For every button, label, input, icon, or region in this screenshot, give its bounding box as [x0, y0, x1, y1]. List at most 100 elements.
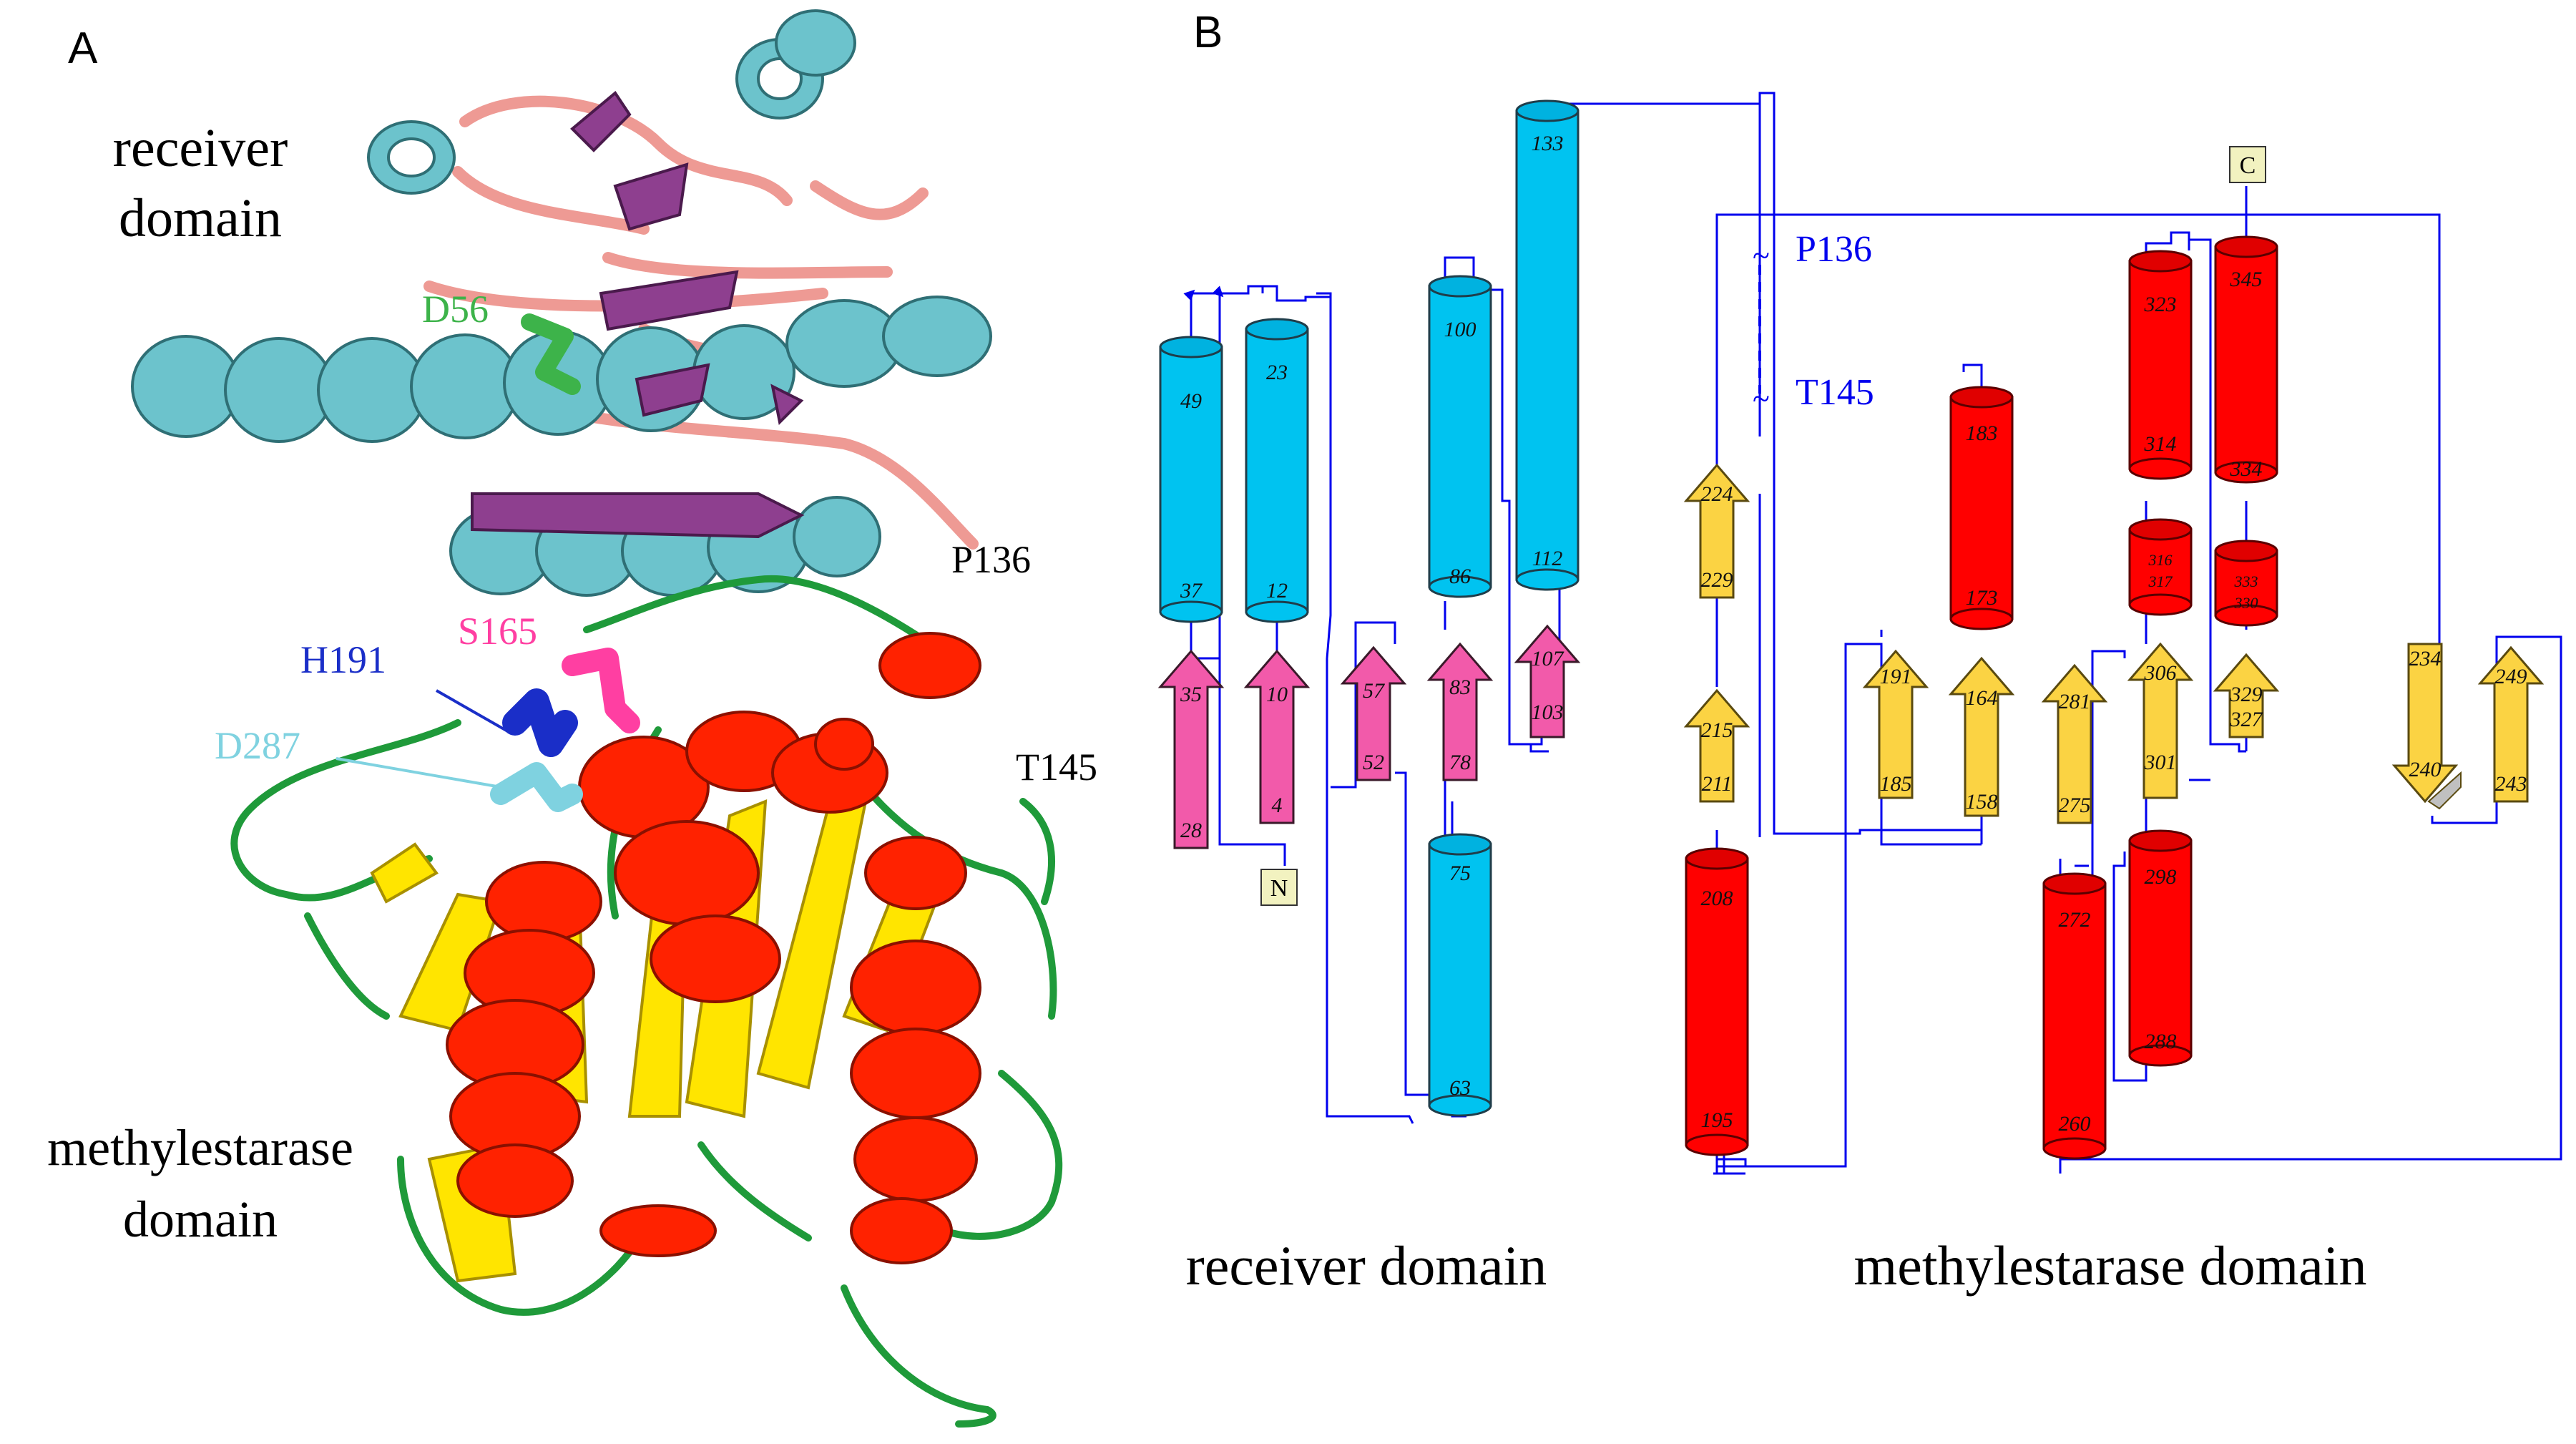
panel-a: A: [47, 9, 1097, 1428]
break-p136-label: P136: [1796, 229, 1872, 270]
methyl-helices-topology: 208 195 183 173 272 260 298: [1685, 235, 2278, 1160]
helix-208-195-top-label: 208: [1701, 887, 1733, 910]
panel-b: B: [1157, 8, 2562, 1297]
p136-label: P136: [951, 538, 1031, 581]
receiver-strands: [471, 91, 805, 539]
break-tilde-p136: ~: [1753, 238, 1770, 273]
methyl-label-line1: methylestarase: [47, 1119, 353, 1176]
helix-75-63-top-label: 75: [1449, 862, 1471, 885]
strand-329-327-top-label: 329: [2230, 683, 2263, 706]
helix-23-12-bottom-label: 12: [1266, 579, 1288, 603]
strand-329-327: 329 327: [2213, 653, 2280, 738]
strand-249-243: 249 243: [2477, 645, 2545, 803]
helix-333-330: 333 330: [2214, 540, 2278, 627]
helix-100-86-bottom-label: 86: [1449, 565, 1471, 588]
terminal-n-label: N: [1270, 875, 1288, 902]
strand-10-4-top-label: 10: [1266, 683, 1288, 706]
strand-329-327-bottom-label: 327: [2230, 708, 2264, 731]
helix-183-173: 183 173: [1949, 386, 2014, 630]
helix-316-317-bottom-label: 317: [2148, 572, 2173, 590]
catalytic-sidechains: [490, 648, 640, 812]
strand-234-240-bottom-label: 240: [2409, 758, 2442, 781]
strand-249-243-top-label: 249: [2495, 665, 2527, 688]
strand-83-78-bottom-label: 78: [1449, 751, 1471, 774]
helix-345-334: 345 334: [2214, 235, 2278, 484]
strand-281-275-bottom-label: 275: [2059, 794, 2091, 817]
helix-272-260-bottom-label: 260: [2059, 1112, 2091, 1136]
d56-label: D56: [422, 288, 489, 331]
helix-23-12: 23 12: [1245, 318, 1309, 623]
helix-333-330-top-label: 333: [2234, 572, 2258, 590]
strand-215-211-top-label: 215: [1701, 718, 1733, 742]
helix-100-86-top-label: 100: [1444, 318, 1476, 341]
s165-label: S165: [458, 610, 537, 653]
strand-35-28: 35 28: [1157, 649, 1225, 849]
strand-191-185-top-label: 191: [1880, 665, 1912, 688]
strand-306-301: 306 301: [2127, 642, 2194, 799]
helix-100-86: 100 86: [1428, 275, 1492, 598]
helix-49-37-top-label: 49: [1180, 389, 1202, 413]
break-tilde-t145: ~: [1753, 381, 1770, 416]
terminal-n: N: [1260, 869, 1298, 906]
strand-107-103-bottom-label: 103: [1532, 701, 1564, 724]
strand-215-211-bottom-label: 211: [1702, 772, 1733, 796]
strand-224-229-top-label: 224: [1701, 482, 1733, 506]
helix-272-260-top-label: 272: [2059, 908, 2091, 932]
h191-label: H191: [300, 638, 386, 681]
helix-133-112-top-label: 133: [1532, 132, 1564, 155]
panel-letter-b: B: [1193, 8, 1223, 57]
panel-letter-a: A: [68, 24, 98, 73]
helix-49-37: 49 37: [1159, 336, 1223, 623]
strand-234-240-top-label: 234: [2409, 647, 2442, 670]
d287-label: D287: [215, 724, 300, 767]
terminal-c-label: C: [2240, 152, 2256, 179]
strand-107-103-top-label: 107: [1532, 647, 1565, 670]
helix-323-314: 323 314: [2128, 250, 2193, 480]
helix-133-112-bottom-label: 112: [1532, 547, 1563, 570]
receiver-helices: 49 37 23 12 75 63 100: [1159, 99, 1580, 1117]
strand-249-243-bottom-label: 243: [2495, 772, 2527, 796]
d287-leader: [336, 757, 501, 789]
helix-272-260: 272 260: [2042, 872, 2107, 1160]
strand-83-78-top-label: 83: [1449, 675, 1471, 699]
strand-57-52: 57 52: [1340, 645, 1407, 781]
strand-215-211: 215 211: [1683, 688, 1750, 803]
methylestarase-domain-structure: [230, 575, 1063, 1428]
helix-49-37-bottom-label: 37: [1180, 579, 1203, 603]
methyl-strands-topology: 224 229 215 211 191 185 164 158 281: [1683, 463, 2545, 824]
methyl-helices: [446, 632, 981, 1264]
strand-57-52-top-label: 57: [1363, 679, 1386, 703]
caption-receiver-domain: receiver domain: [1186, 1234, 1547, 1297]
t145-label: T145: [1016, 746, 1097, 789]
h191-leader: [436, 689, 512, 735]
strand-83-78: 83 78: [1426, 642, 1494, 781]
receiver-domain-structure: [131, 9, 992, 597]
helix-323-314-top-label: 323: [2144, 293, 2177, 316]
topology-connections: [1183, 92, 2562, 1175]
methyl-label-line2: domain: [123, 1191, 278, 1248]
strand-224-229-bottom-label: 229: [1701, 568, 1733, 592]
strand-306-301-bottom-label: 301: [2144, 751, 2177, 774]
helix-208-195-bottom-label: 195: [1701, 1108, 1733, 1132]
chain-break-labels: ~ P136 ~ T145: [1753, 229, 1874, 416]
terminal-c: C: [2229, 146, 2266, 183]
strand-234-240: 234 240: [2391, 643, 2462, 810]
helix-316-317: 316 317: [2128, 518, 2193, 616]
receiver-top-helices: [367, 9, 856, 195]
strand-164-158: 164 158: [1948, 656, 2015, 817]
break-t145-label: T145: [1796, 372, 1874, 413]
s165-sidechain: [562, 648, 640, 733]
helix-323-314-bottom-label: 314: [2144, 432, 2177, 456]
strand-224-229: 224 229: [1683, 463, 1750, 599]
strand-191-185-bottom-label: 185: [1880, 772, 1912, 796]
strand-10-4-bottom-label: 4: [1272, 794, 1283, 817]
helix-298-288-bottom-label: 288: [2145, 1030, 2177, 1053]
d56-sidechain: [521, 313, 581, 395]
receiver-label-line1: receiver: [113, 118, 288, 178]
h191-sidechain: [502, 688, 578, 757]
strand-10-4: 10 4: [1243, 649, 1311, 824]
helix-333-330-bottom-label: 330: [2234, 594, 2258, 612]
panel-a-labels: receiver domain methylestarase domain D5…: [47, 118, 1097, 1248]
helix-23-12-top-label: 23: [1266, 361, 1288, 384]
